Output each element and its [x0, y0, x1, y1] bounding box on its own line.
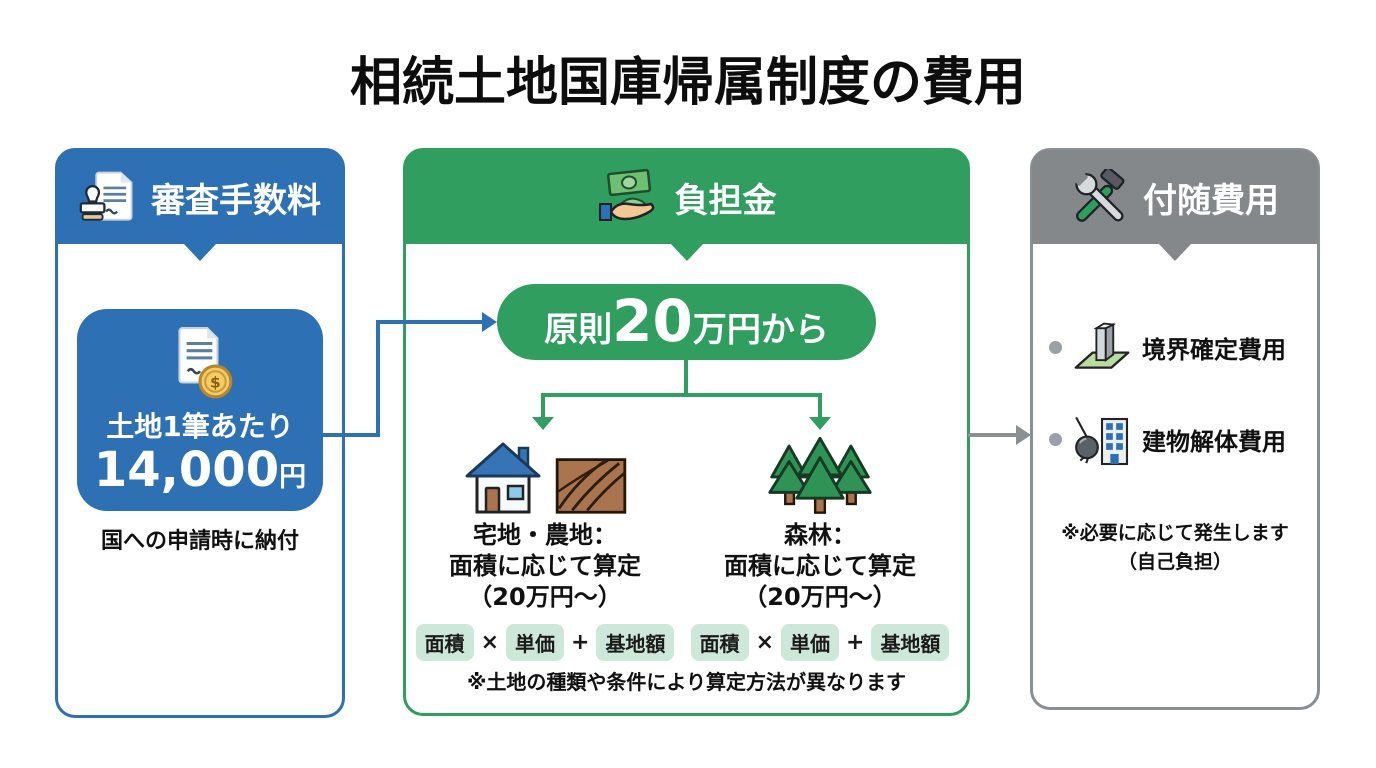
formula-chip-base: 基地額 [871, 623, 950, 661]
burden-header-label: 負担金 [674, 180, 777, 221]
incidental-item-boundary: 境界確定費用 [1049, 311, 1307, 383]
incidental-item-demolition-label: 建物解体費用 [1142, 427, 1286, 456]
wrecking-ball-building-icon [1072, 410, 1132, 468]
formula-residential: 面積 × 単価 + 基地額 [405, 623, 685, 661]
formula-chip-unitprice: 単価 [506, 623, 564, 661]
fee-amount-value: 14,000 [93, 441, 280, 498]
principle-suffix: 万円から [692, 310, 829, 350]
fee-amount: 14,000円 [94, 445, 306, 495]
arrowhead-gray-right-icon [1016, 425, 1031, 445]
principle-amount: 20 [612, 287, 693, 355]
arrowhead-blue-right-icon [482, 312, 497, 332]
formula-op-plus: + [846, 629, 865, 655]
arrowhead-green-down-left-icon [532, 417, 554, 430]
incidental-note-line1: ※必要に応じて発生します [1061, 522, 1289, 544]
branch-forest-range: （20万円〜） [743, 583, 897, 612]
branch-residential-text: 宅地・農地： 面積に応じて算定 （20万円〜） [405, 520, 685, 614]
formula-op-multiply: × [480, 629, 499, 655]
farm-field-icon [553, 454, 629, 516]
branch-residential-title: 宅地・農地： [473, 521, 617, 549]
fee-note: 国への申請時に納付 [100, 529, 299, 554]
incidental-note-line2: （自己負担） [1117, 550, 1232, 573]
branch-forest-title: 森林： [784, 521, 856, 549]
formula-chip-unitprice: 単価 [781, 623, 839, 661]
branch-forest-icons [680, 432, 960, 516]
formula-chip-base: 基地額 [596, 623, 675, 661]
branch-residential-desc: 面積に応じて算定 [449, 552, 641, 581]
connector-blue-horizontal-high [376, 320, 484, 324]
connector-green-left-drop [541, 393, 545, 418]
money-hand-icon [597, 168, 661, 226]
incidental-header-label: 付随費用 [1143, 180, 1279, 221]
fee-amount-label: 土地1筆あたり [106, 409, 294, 443]
fee-amount-card: $ 土地1筆あたり 14,000円 [77, 309, 323, 511]
incidental-item-boundary-label: 境界確定費用 [1142, 335, 1286, 364]
fee-header-label: 審査手数料 [151, 180, 321, 221]
forest-trees-icon [764, 434, 876, 516]
connector-green-right-drop [818, 393, 822, 418]
formula-chip-area: 面積 [415, 623, 474, 661]
branch-residential-icons [405, 432, 685, 516]
tools-icon [1071, 169, 1129, 225]
incidental-column-header: 付随費用 [1032, 150, 1318, 244]
formula-op-multiply: × [755, 629, 774, 655]
branch-residential-farmland: 宅地・農地： 面積に応じて算定 （20万円〜） 面積 × 単価 + 基地額 [405, 432, 685, 661]
fee-column: 審査手数料 $ 土地1筆あたり 14,000円 国への申請時に納付 [55, 148, 345, 718]
connector-blue-horizontal-low [322, 433, 380, 437]
connector-green-stem [684, 358, 688, 395]
incidental-note: ※必要に応じて発生します （自己負担） [1033, 519, 1317, 576]
formula-chip-area: 面積 [690, 623, 749, 661]
burden-column: 負担金 [403, 148, 970, 716]
house-icon [461, 436, 545, 516]
stamp-document-icon [79, 169, 137, 225]
burden-column-header: 負担金 [405, 150, 968, 244]
principle-prefix: 原則 [544, 310, 613, 350]
bullet-dot-icon [1049, 340, 1062, 354]
formula-forest: 面積 × 単価 + 基地額 [680, 623, 960, 661]
svg-text:$: $ [210, 373, 221, 391]
arrowhead-green-down-right-icon [809, 417, 831, 430]
branch-forest: 森林： 面積に応じて算定 （20万円〜） 面積 × 単価 + 基地額 [680, 432, 960, 661]
document-coin-icon: $ [164, 325, 236, 401]
fee-amount-unit: 円 [279, 461, 307, 493]
boundary-marker-icon [1072, 318, 1132, 376]
connector-gray-horizontal [968, 433, 1020, 437]
burden-note: ※土地の種類や条件により算定方法が異なります [466, 670, 907, 694]
incidental-item-demolition: 建物解体費用 [1049, 403, 1307, 475]
page-title: 相続土地国庫帰属制度の費用 [349, 53, 1026, 113]
incidental-column: 付随費用 境界確定費用 [1030, 148, 1320, 710]
formula-op-plus: + [571, 629, 590, 655]
branch-residential-range: （20万円〜） [468, 583, 622, 612]
connector-blue-vertical [376, 320, 380, 437]
bullet-dot-icon [1049, 432, 1062, 446]
branch-forest-desc: 面積に応じて算定 [724, 552, 916, 581]
fee-column-header: 審査手数料 [57, 150, 343, 244]
connector-green-crossbar [541, 393, 822, 397]
branch-forest-text: 森林： 面積に応じて算定 （20万円〜） [680, 520, 960, 614]
